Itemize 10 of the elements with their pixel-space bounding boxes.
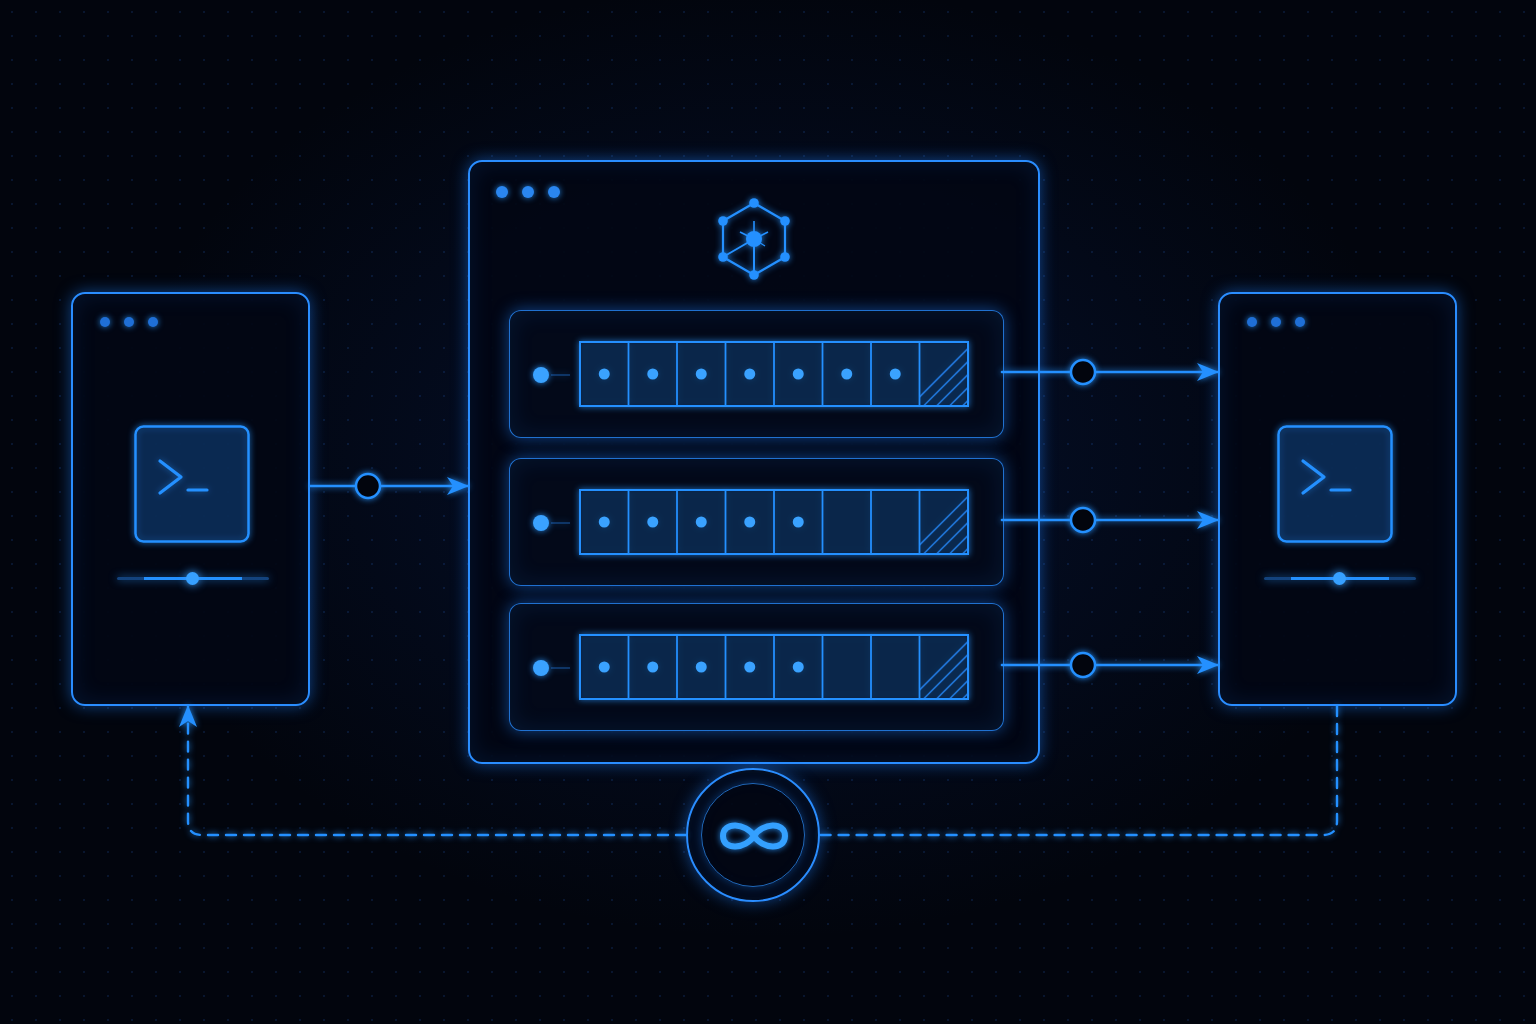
arrow [1000, 511, 1220, 529]
window-panel [1218, 292, 1457, 706]
dashed-connector-line [818, 704, 1339, 837]
arrow [308, 477, 470, 495]
dashed-arrow [179, 704, 688, 837]
arrow [1000, 656, 1220, 674]
window-panel [71, 292, 310, 706]
loop-circle [686, 768, 820, 902]
arrow [1000, 363, 1220, 381]
server-panel [468, 160, 1040, 764]
